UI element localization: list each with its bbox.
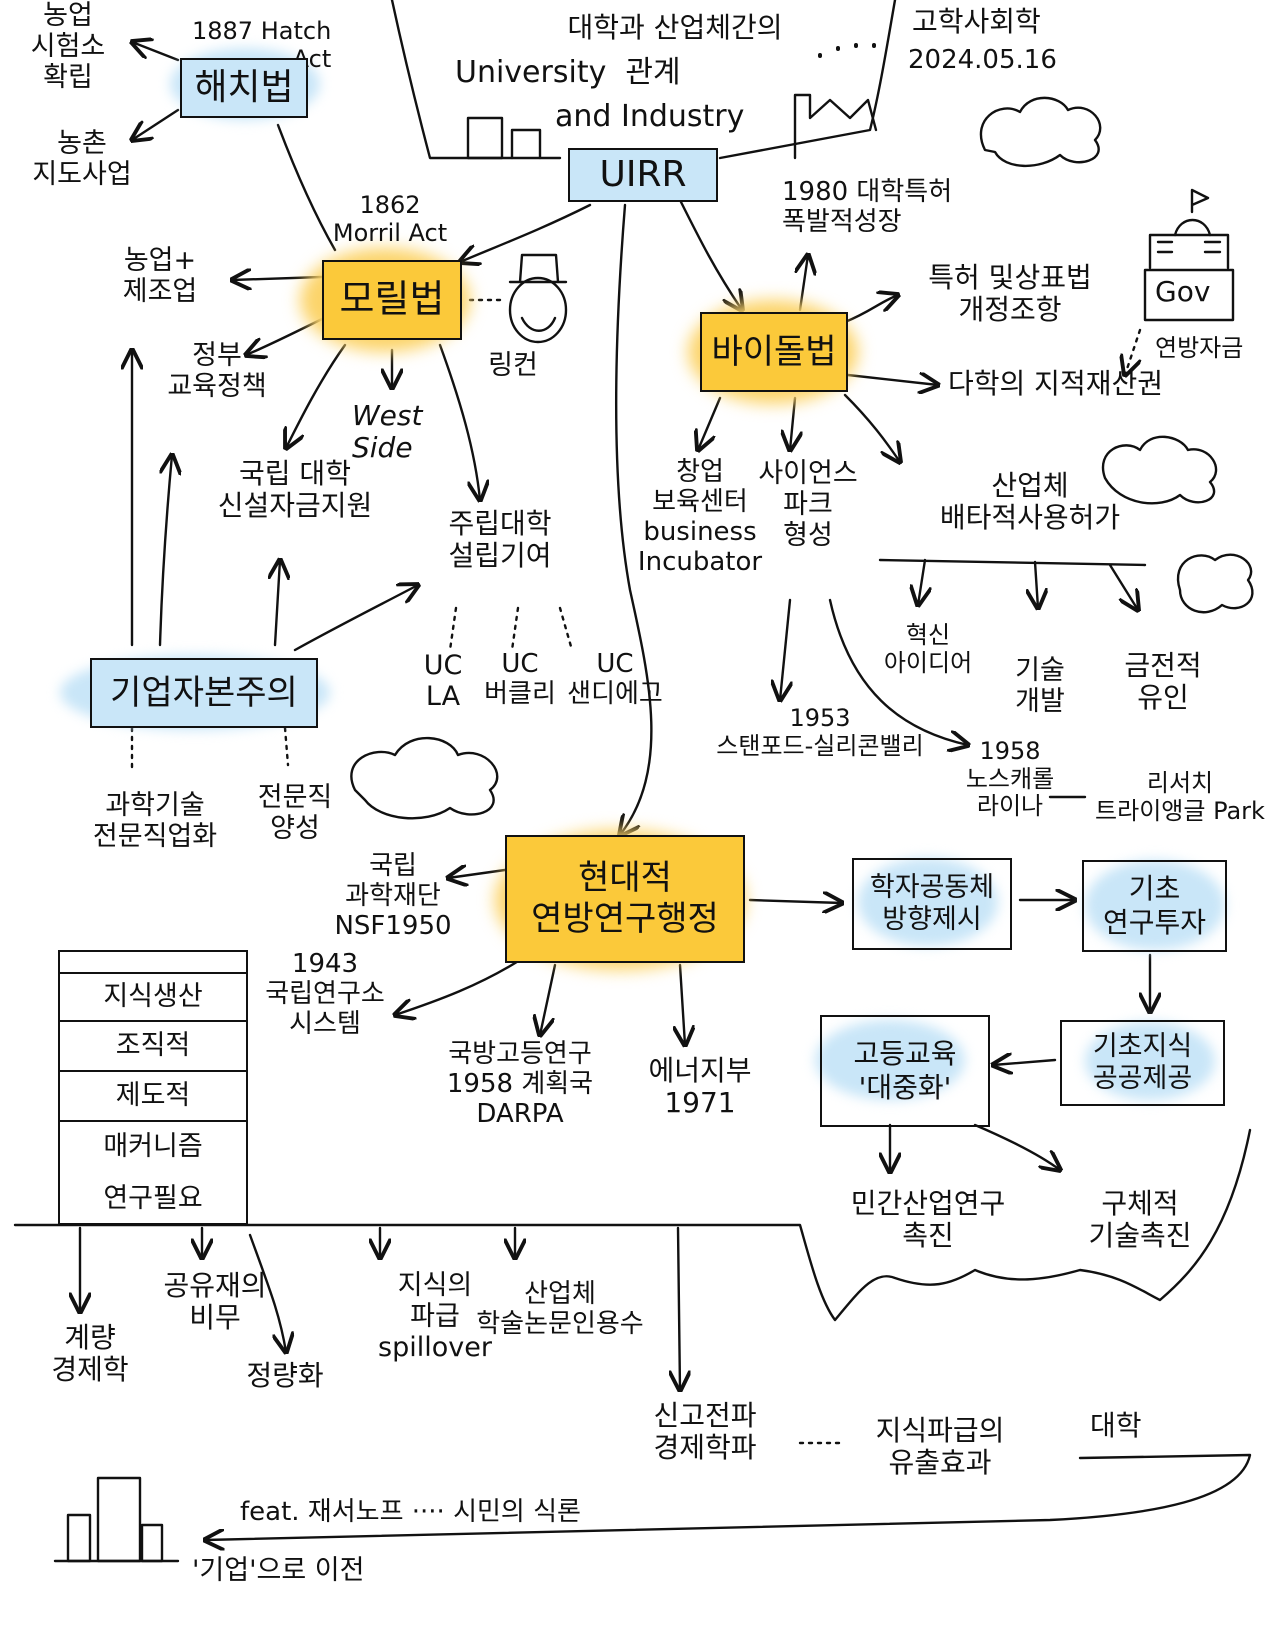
cloud-doodle-4 xyxy=(350,736,499,820)
science-park-1953: 1953 스탠포드-실리콘밸리 xyxy=(716,704,924,760)
cloud-doodle-2 xyxy=(1101,435,1218,505)
bar-sketch-2 xyxy=(96,1476,142,1563)
capitalism-output-professionalization: 과학기술 전문직업화 xyxy=(92,790,218,853)
event-date: 2024.05.16 xyxy=(908,45,1057,75)
hatch-act-box: 해치법 xyxy=(180,58,308,118)
hatch-act-title: 1887 Hatch Act xyxy=(192,17,332,73)
bayh-dole-output-exclusive-license: 산업체 배타적사용허가 xyxy=(939,469,1121,535)
west-side-label: West Side xyxy=(352,399,423,465)
uirr-hub: UIRR xyxy=(568,148,718,202)
corporate-capitalism-box: 기업자본주의 xyxy=(90,658,318,728)
license-sub-financial: 금전적 유인 xyxy=(1124,649,1202,715)
science-park-1958: 1958 노스캐롤 라이나 xyxy=(965,737,1055,821)
specific-tech-label: 구체적 기술촉진 xyxy=(1088,1187,1192,1253)
morrill-output-agri-manufacture: 농업+ 제조업 xyxy=(122,245,198,308)
cloud-doodle-3 xyxy=(1176,553,1254,614)
capitalism-output-training: 전문직 양성 xyxy=(257,782,333,845)
bar-sketch-1 xyxy=(66,1513,92,1563)
ground-line xyxy=(13,1128,1252,1322)
jasanoff-note: feat. 재서노프 ···· 시민의 식론 xyxy=(240,1497,581,1527)
building-sketch xyxy=(466,116,504,160)
morrill-act-box: 모릴법 xyxy=(322,260,462,340)
morrill-output-national-univ: 국립 대학 신설자금지원 xyxy=(217,457,373,523)
cloud-doodle-1 xyxy=(979,96,1102,168)
national-labs-label: 1943 국립연구소 시스템 xyxy=(265,949,385,1039)
hatch-output-extension: 농촌 지도사업 xyxy=(32,128,132,191)
morrill-act-title: 1862 Morril Act xyxy=(332,191,448,247)
public-good-label: 공유재의 비무 xyxy=(163,1269,267,1335)
stack-row: 연구필요 xyxy=(103,1182,203,1214)
basic-research-invest-box: 기초 연구투자 xyxy=(1082,860,1227,952)
bar-sketch-3 xyxy=(140,1523,164,1563)
uc-san-diego-label: UC 샌디에고 xyxy=(567,649,663,709)
factory-sketch xyxy=(793,93,878,160)
federal-funds-label: 연방자금 xyxy=(1155,334,1244,362)
license-sub-tech-dev: 기술 개발 xyxy=(1015,655,1065,718)
top-frame-line-right xyxy=(718,0,897,160)
darpa-label: 국방고등연구 1958 계획국 DARPA xyxy=(446,1039,594,1129)
neoclassical-label: 신고전파 경제학파 xyxy=(653,1399,757,1465)
gov-sign: Gov xyxy=(1155,275,1211,308)
top-frame-line xyxy=(390,0,562,160)
spillover-label: 지식의 파급 spillover xyxy=(378,1270,492,1364)
bayh-dole-year-note: 1980 대학특허 폭발적성장 xyxy=(782,177,953,237)
topic-title-en-2: and Industry xyxy=(555,99,745,134)
bayh-dole-output-patent-law: 특허 및상표법 개정조항 xyxy=(928,261,1092,327)
scholar-community-box: 학자공동체 방향제시 xyxy=(852,858,1012,950)
stack-row: 제도적 xyxy=(60,1070,246,1120)
event-name: 고학사회학 xyxy=(912,5,1041,38)
firm-transfer-label: '기업'으로 이전 xyxy=(192,1555,365,1586)
lincoln-label: 링컨 xyxy=(488,350,538,381)
stack-row: 조직적 xyxy=(60,1020,246,1070)
lincoln-face xyxy=(508,276,568,344)
econometrics-label: 계량 경제학 xyxy=(51,1321,129,1387)
higher-education-box: 고등교육 '대중화' xyxy=(820,1015,990,1127)
knowledge-stack: 지식생산 조직적 제도적 매커니즘 연구필요 xyxy=(58,950,248,1225)
spillover-effect-label: 지식파급의 유출효과 xyxy=(875,1414,1005,1480)
university-label: 대학 xyxy=(1090,1409,1142,1442)
morrill-output-state-univ: 주립대학 설립기여 xyxy=(448,507,552,573)
stack-row: 지식생산 xyxy=(60,972,246,1020)
hatch-output-station: 농업 시험소 확립 xyxy=(30,0,106,94)
bayh-dole-output-science-park: 사이언스 파크 형성 xyxy=(758,458,858,552)
topic-title-ko: 대학과 산업체간의 xyxy=(567,11,783,44)
topic-title-en-1: University 관계 xyxy=(455,55,681,90)
civil-industry-research-label: 민간산업연구 촉진 xyxy=(850,1187,1006,1253)
bayh-dole-output-incubator: 창업 보육센터 business Incubator xyxy=(637,457,763,577)
industry-citation-label: 산업체 학술논문인용수 xyxy=(476,1279,644,1339)
stack-row: 매커니즘 xyxy=(60,1120,246,1172)
gov-building xyxy=(1143,268,1235,322)
basic-knowledge-box: 기초지식 공공제공 xyxy=(1060,1020,1225,1106)
bayh-dole-box: 바이돌법 xyxy=(700,312,848,392)
uc-berkeley-label: UC 버클리 xyxy=(484,649,556,709)
nsf-label: 국립 과학재단 NSF1950 xyxy=(334,851,452,941)
uc-la-label: UC LA xyxy=(423,650,463,713)
research-triangle-park: 리서치 트라이앵글 Park xyxy=(1095,769,1265,825)
quantification-label: 정량화 xyxy=(246,1359,324,1392)
modern-federal-research-box: 현대적 연방연구행정 xyxy=(505,835,745,963)
bayh-dole-output-ip: 다학의 지적재산권 xyxy=(948,367,1163,400)
morrill-output-gov-education: 정부 교육정책 xyxy=(167,340,267,403)
energy-dept-label: 에너지부 1971 xyxy=(648,1054,752,1120)
license-sub-innovation: 혁신 아이디어 xyxy=(883,621,973,677)
